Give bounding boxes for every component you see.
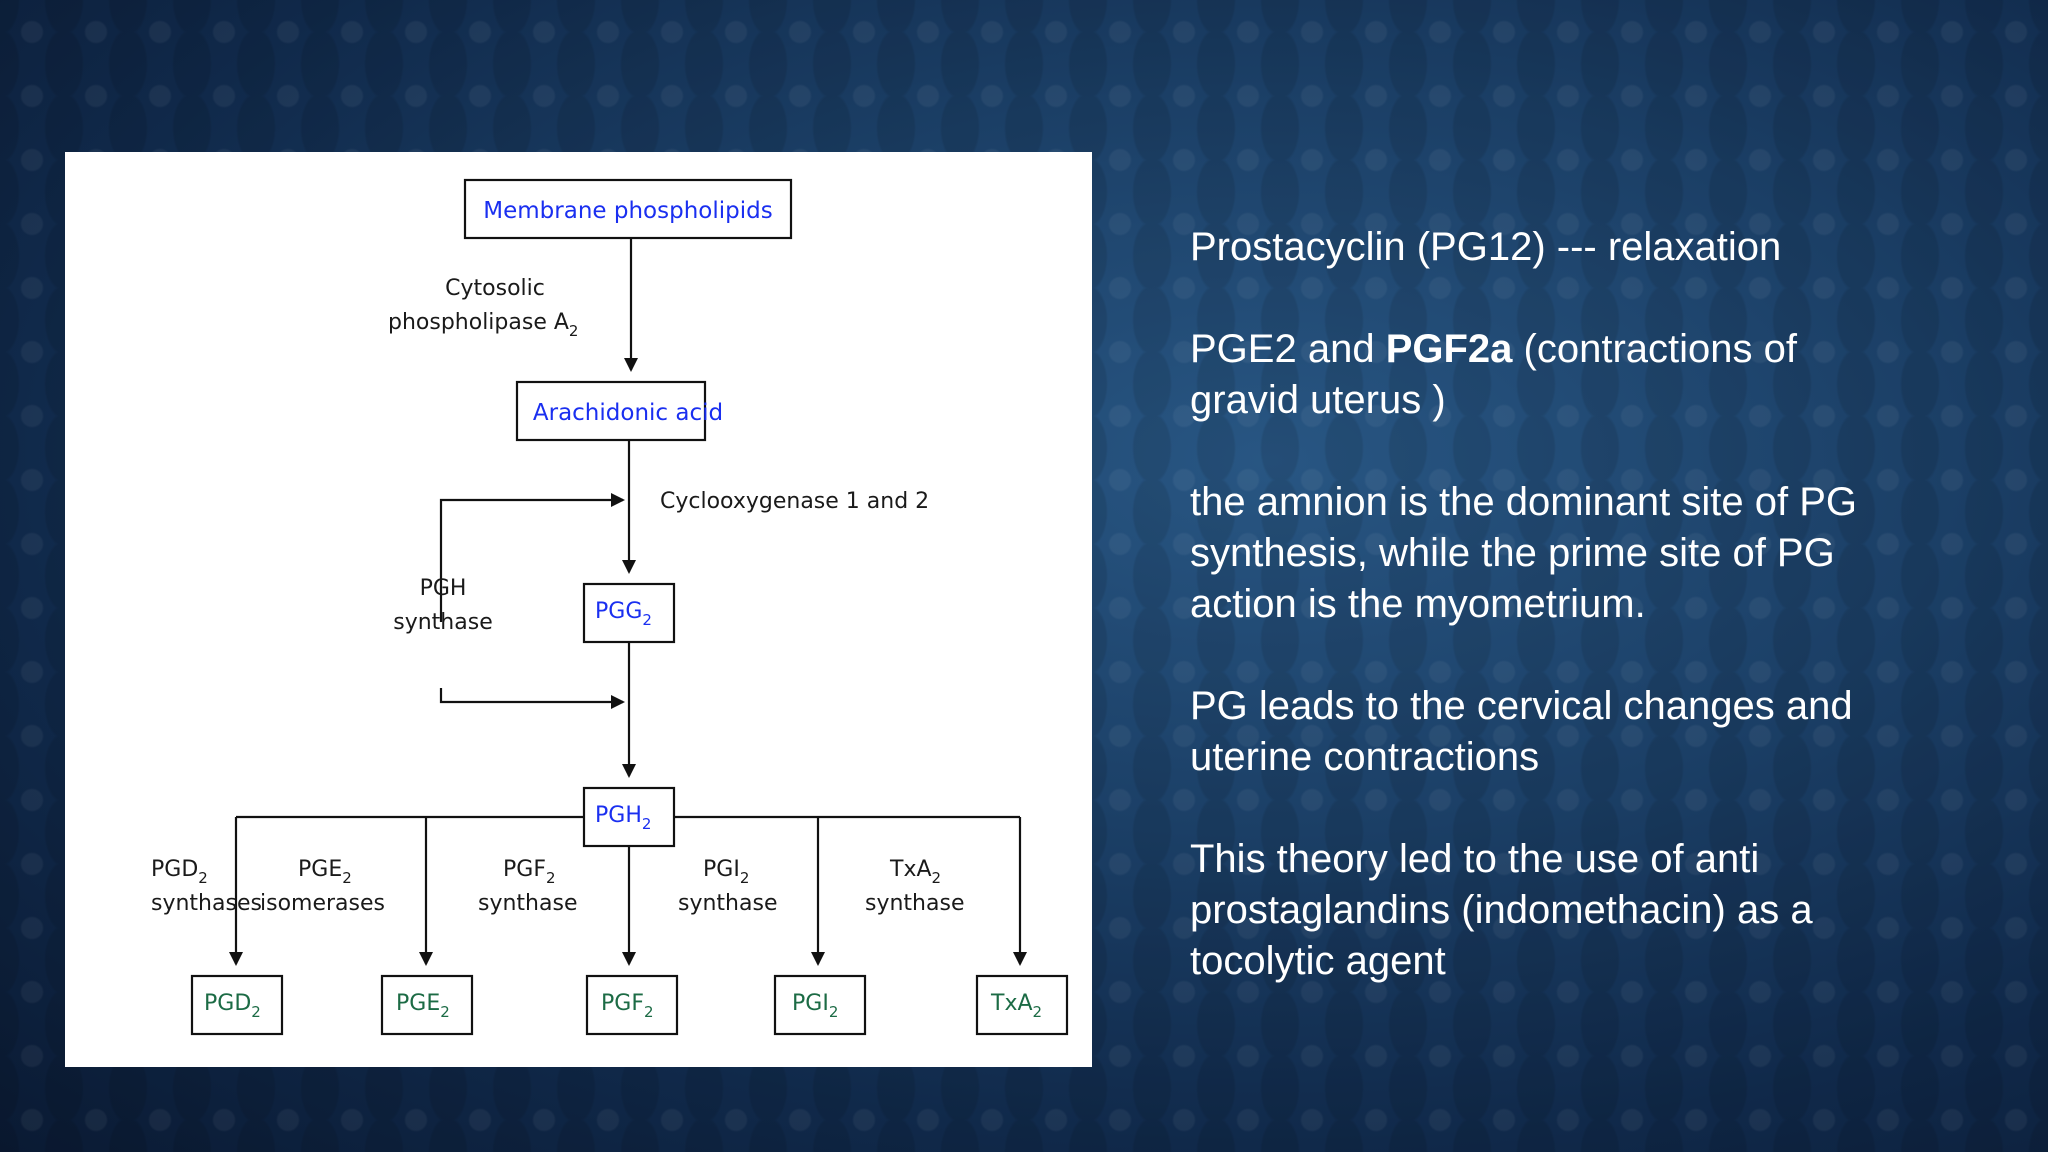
txa2-synthase-label: TxA2 bbox=[889, 857, 941, 887]
pgd2-synthases-line2: synthases bbox=[151, 891, 262, 916]
bracket-arrow-top bbox=[439, 493, 625, 622]
pgh2-label: PGH2 bbox=[595, 803, 651, 833]
arachidonic-acid-box bbox=[515, 380, 707, 442]
pgf2-synthase-label: PGF2 bbox=[503, 857, 556, 887]
txa2-product-box bbox=[975, 974, 1069, 1036]
pgg2-box bbox=[582, 582, 676, 644]
pgg2-label: PGG2 bbox=[595, 599, 652, 629]
cytosolic-label: Cytosolic bbox=[445, 276, 545, 301]
pgi2-product-label: PGI2 bbox=[792, 991, 838, 1021]
notes-text-block: Prostacyclin (PG12) --- relaxation PGE2 … bbox=[1190, 222, 1910, 1038]
pathway-diagram-panel: Membrane phospholipids Cytosolic phospho… bbox=[65, 152, 1092, 1067]
pge2-product-label: PGE2 bbox=[396, 991, 450, 1021]
arachidonic-acid-label: Arachidonic acid bbox=[533, 400, 723, 426]
note-amnion: the amnion is the dominant site of PG sy… bbox=[1190, 480, 1858, 626]
pgf2-product-box bbox=[585, 974, 679, 1036]
pgh2-box bbox=[582, 786, 676, 848]
membrane-phospholipids-box bbox=[463, 178, 793, 240]
pge2-product-box bbox=[380, 974, 474, 1036]
pgf2a-bold: PGF2a bbox=[1385, 327, 1513, 371]
pgh-synthase-line1: PGH bbox=[420, 576, 467, 601]
note-pge2-pgf2a: PGE2 and PGF2a (contractions of gravid u… bbox=[1190, 327, 1797, 422]
pge2-isomerases-label: PGE2 bbox=[298, 857, 352, 887]
cyclooxygenase-label: Cyclooxygenase 1 and 2 bbox=[660, 489, 929, 514]
phospholipase-label: phospholipase A2 bbox=[388, 310, 578, 340]
pgi2-synthase-line2: synthase bbox=[678, 891, 777, 916]
txa2-synthase-line2: synthase bbox=[865, 891, 964, 916]
prostaglandin-pathway-diagram: Membrane phospholipids Cytosolic phospho… bbox=[151, 178, 1069, 1036]
pgf2-synthase-line2: synthase bbox=[478, 891, 577, 916]
pgf2-product-label: PGF2 bbox=[601, 991, 654, 1021]
pgd2-product-label: PGD2 bbox=[204, 991, 261, 1021]
pgh-synthase-line2: synthase bbox=[393, 610, 492, 635]
note-cervical-changes: PG leads to the cervical changes and ute… bbox=[1190, 684, 1853, 779]
pgd2-synthases-label: PGD2 bbox=[151, 857, 208, 887]
pgi2-synthase-label: PGI2 bbox=[703, 857, 749, 887]
pgd2-product-box bbox=[190, 974, 284, 1036]
pgi2-product-box bbox=[773, 974, 867, 1036]
note-tocolytic: This theory led to the use of anti prost… bbox=[1190, 837, 1813, 983]
note-prostacyclin: Prostacyclin (PG12) --- relaxation bbox=[1190, 225, 1782, 269]
txa2-product-label: TxA2 bbox=[990, 991, 1042, 1021]
pge2-isomerases-line2: isomerases bbox=[260, 891, 385, 916]
bracket-arrow-bottom bbox=[439, 688, 625, 709]
membrane-phospholipids-label: Membrane phospholipids bbox=[483, 198, 772, 224]
